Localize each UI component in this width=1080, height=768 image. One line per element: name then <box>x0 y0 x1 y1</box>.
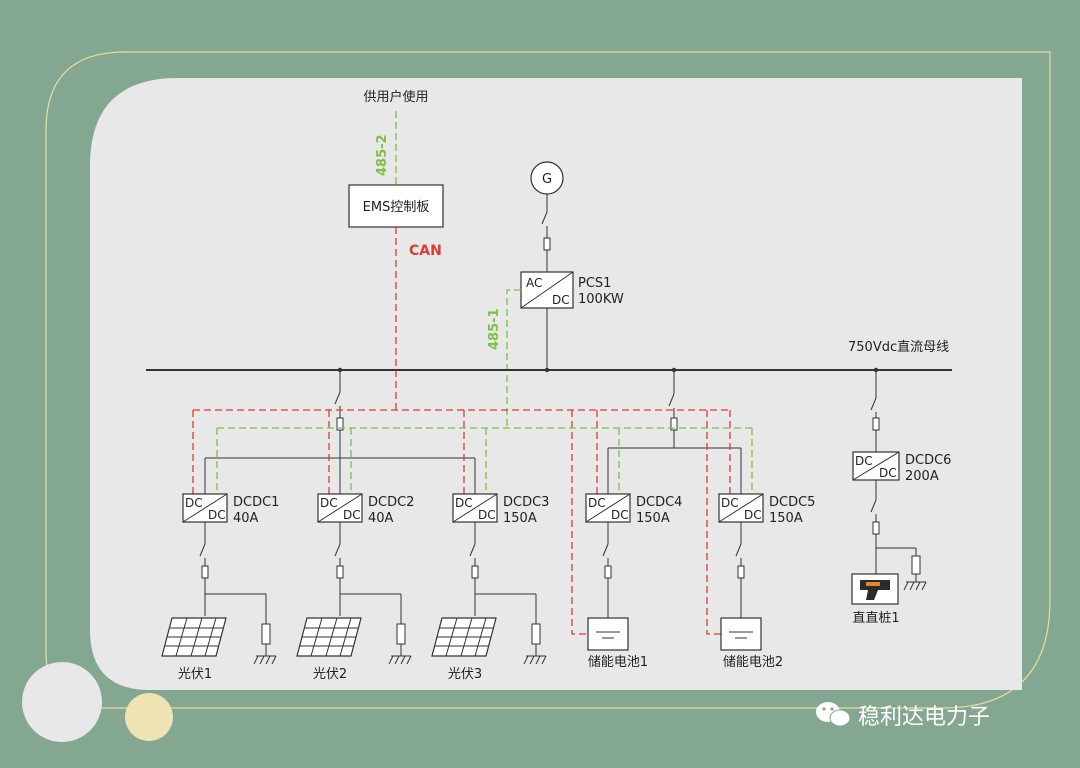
pv-branch-2: 光伏2 <box>296 522 412 682</box>
dcdc5-converter: DC DC DCDC5 150A <box>718 493 815 526</box>
link-485-1-label: 485-1 <box>487 308 502 350</box>
svg-text:DC: DC <box>744 508 762 522</box>
svg-text:DC: DC <box>185 496 203 510</box>
svg-text:AC: AC <box>526 276 542 290</box>
pv-branch-3: 光伏3 <box>431 522 547 682</box>
svg-text:DC: DC <box>478 508 496 522</box>
svg-text:DC: DC <box>208 508 226 522</box>
battery-label-1: 储能电池1 <box>588 655 648 670</box>
dcdc3-rating: 150A <box>503 511 537 526</box>
pv-branch-1: 光伏1 <box>161 522 277 682</box>
link-485-2-label: 485-2 <box>375 134 390 176</box>
battery-branch-1: 储能电池1 <box>587 522 648 670</box>
pv-label-1: 光伏1 <box>178 667 212 682</box>
charger-label: 直直桩1 <box>852 611 899 626</box>
dcdc4-name: DCDC4 <box>636 495 682 510</box>
pcs-rating: 100KW <box>578 292 624 307</box>
dcdc6-rating: 200A <box>905 469 939 484</box>
bus-label: 750Vdc直流母线 <box>848 340 949 355</box>
ems-board <box>348 184 444 228</box>
svg-text:DC: DC <box>588 496 606 510</box>
dcdc2-rating: 40A <box>368 511 394 526</box>
battery-label-2: 储能电池2 <box>723 655 783 670</box>
dcdc2-name: DCDC2 <box>368 495 414 510</box>
dcdc5-rating: 150A <box>769 511 803 526</box>
svg-text:DC: DC <box>855 454 873 468</box>
pv-label-3: 光伏3 <box>448 667 482 682</box>
battery-1 <box>587 617 629 651</box>
svg-text:DC: DC <box>611 508 629 522</box>
dcdc1-name: DCDC1 <box>233 495 279 510</box>
dcdc1-rating: 40A <box>233 511 259 526</box>
svg-text:DC: DC <box>552 293 570 307</box>
svg-text:DC: DC <box>721 496 739 510</box>
dcdc5-name: DCDC5 <box>769 495 815 510</box>
decor-circle-small <box>125 693 173 741</box>
dcdc4-rating: 150A <box>636 511 670 526</box>
battery-branch-2: 储能电池2 <box>720 522 783 670</box>
dcdc2-converter: DC DC DCDC2 40A <box>317 493 414 526</box>
dcdc6-name: DCDC6 <box>905 453 951 468</box>
content-panel <box>90 78 1022 690</box>
pv-label-2: 光伏2 <box>313 667 347 682</box>
svg-text:DC: DC <box>455 496 473 510</box>
dcdc3-name: DCDC3 <box>503 495 549 510</box>
generator-label: G <box>542 172 552 187</box>
svg-text:DC: DC <box>343 508 361 522</box>
can-label: CAN <box>409 243 442 259</box>
dcdc4-converter: DC DC DCDC4 150A <box>585 493 682 526</box>
svg-text:DC: DC <box>879 466 897 480</box>
ems-label: EMS控制板 <box>363 200 430 215</box>
watermark-text: 稳利达电力子 <box>858 705 990 730</box>
svg-text:DC: DC <box>320 496 338 510</box>
wechat-icon <box>816 702 851 727</box>
charger-branch: DC DC DCDC6 200A 直直桩1 <box>851 370 951 626</box>
decor-circle-large <box>22 662 102 742</box>
user-use-label: 供用户使用 <box>363 89 428 105</box>
battery-2 <box>720 617 762 651</box>
pcs-name: PCS1 <box>578 276 611 291</box>
